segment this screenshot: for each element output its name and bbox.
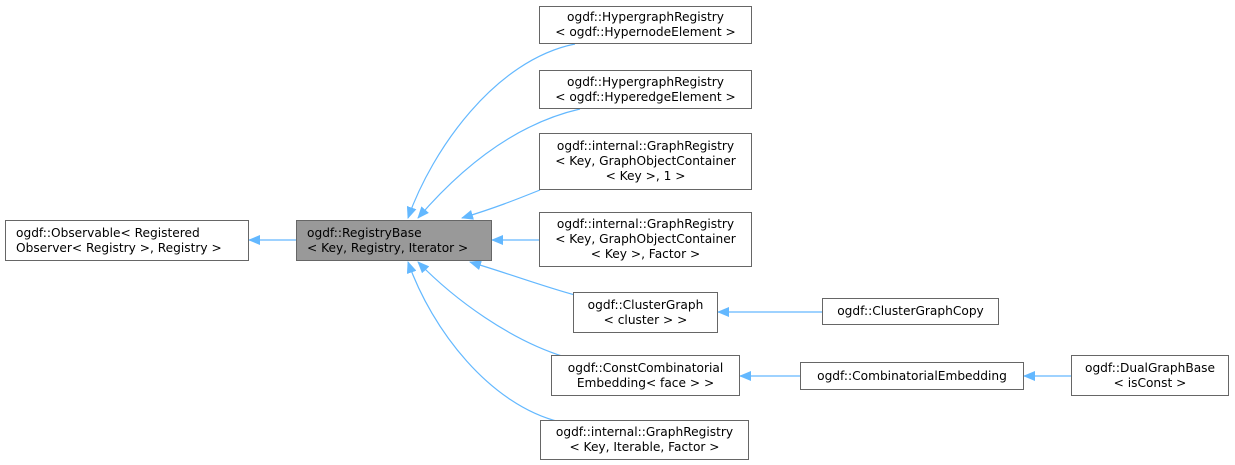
node-label-line: ogdf::ConstCombinatorial [567,360,724,375]
node-label-line: ogdf::HypergraphRegistry [567,10,724,24]
node-label-line: ogdf::ClusterGraph [587,297,704,312]
node-label-line: ogdf::DualGraphBase [1084,360,1216,375]
node-graph-registry-factor[interactable]: ogdf::internal::GraphRegistry< Key, Grap… [539,212,752,267]
node-label-line: < Key, Registry, Iterator > [307,240,469,255]
node-label-line: ogdf::internal::GraphRegistry [555,425,734,439]
edge-const-comb-embedding-to-registry-base [417,261,566,358]
node-label-line: ogdf::ClusterGraphCopy [837,304,984,318]
edge-graph-registry-1-to-registry-base [461,189,541,220]
node-label-line: ogdf::internal::GraphRegistry [556,139,735,153]
node-registry-base: ogdf::RegistryBase< Key, Registry, Itera… [296,220,492,261]
node-combinatorial-embedding[interactable]: ogdf::CombinatorialEmbedding [800,362,1024,390]
node-label-line: ogdf::internal::GraphRegistry [556,217,735,231]
edge-graph-registry-iterable-to-registry-base [406,261,561,423]
node-label-line: < Key >, Factor > [590,247,701,261]
node-cluster-graph[interactable]: ogdf::ClusterGraph< cluster > > [573,292,718,333]
node-label-line: < Key, Iterable, Factor > [569,440,720,454]
node-label-line: ogdf::RegistryBase [307,225,422,240]
node-label-line: < Key, GraphObjectContainer [555,232,736,246]
node-label-line: ogdf::CombinatorialEmbedding [817,368,1007,383]
edge-cluster-graph-to-registry-base [469,260,576,296]
node-label-line: < ogdf::HypernodeElement > [555,25,736,39]
node-graph-registry-1[interactable]: ogdf::internal::GraphRegistry< Key, Grap… [539,133,752,190]
node-label-line: Embedding< face > > [576,375,715,390]
node-graph-registry-iterable[interactable]: ogdf::internal::GraphRegistry< Key, Iter… [540,420,749,460]
node-label-line: Observer< Registry >, Registry > [16,240,222,255]
edge-hypergraph-node-to-registry-base [406,43,576,219]
node-label-line: ogdf::HypergraphRegistry [567,74,724,89]
node-label-line: < ogdf::HyperedgeElement > [555,89,736,104]
node-hypergraph-registry-hypernode[interactable]: ogdf::HypergraphRegistry< ogdf::Hypernod… [539,6,752,44]
node-dual-graph-base[interactable]: ogdf::DualGraphBase< isConst > [1071,355,1229,396]
node-label-line: < isConst > [1113,375,1187,390]
node-hypergraph-registry-hyperedge[interactable]: ogdf::HypergraphRegistry< ogdf::Hyperedg… [539,70,752,109]
edge-hypergraph-edge-to-registry-base [417,108,581,219]
node-label-line: < cluster > > [603,312,688,327]
node-label-line: ogdf::Observable< Registered [16,225,200,240]
node-label-line: < Key >, 1 > [605,169,686,183]
node-label-line: < Key, GraphObjectContainer [555,154,736,168]
node-cluster-graph-copy[interactable]: ogdf::ClusterGraphCopy [822,298,999,325]
